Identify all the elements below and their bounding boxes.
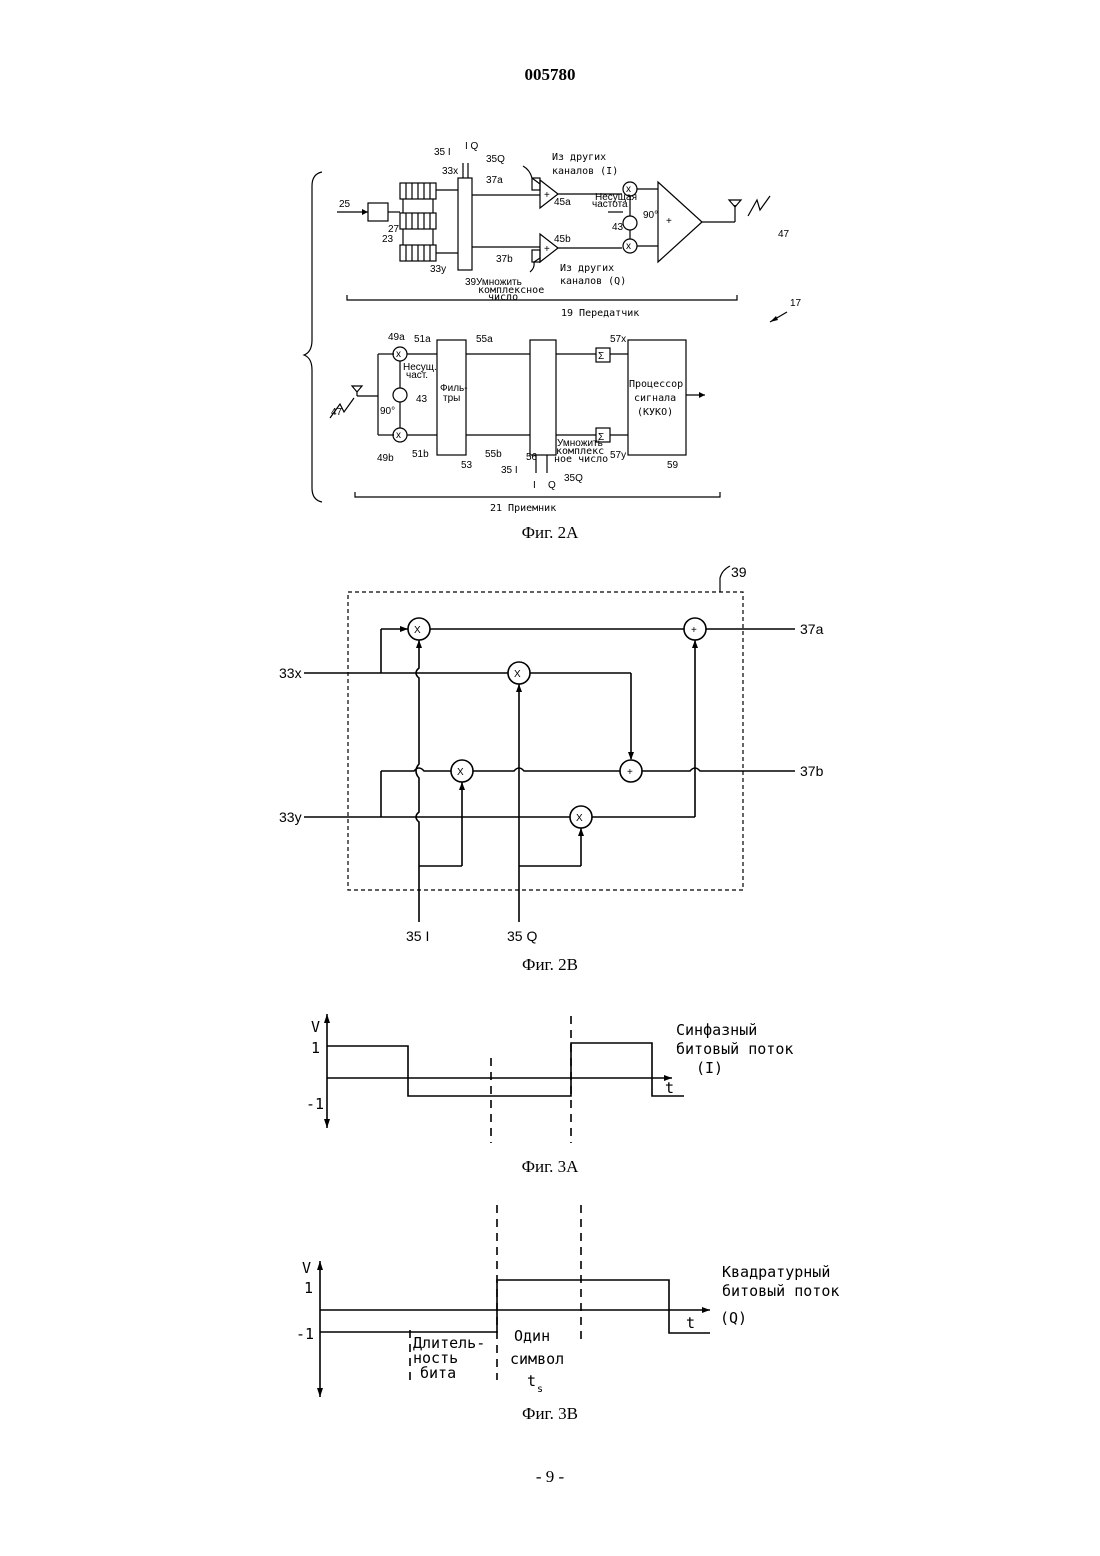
fig3b-waveform-q — [320, 1280, 710, 1333]
diagram-label-stream-3: (Q) — [720, 1309, 747, 1327]
diagram-label-symbol-2: символ — [510, 1350, 564, 1368]
diagram-label-stream-1: Квадратурный — [722, 1263, 830, 1281]
page-number: - 9 - — [0, 1468, 1100, 1485]
diagram-label-bit-dur-3: бита — [420, 1364, 456, 1382]
diagram-label-ts-sub: s — [537, 1384, 543, 1395]
fig3b-caption: Фиг. 3В — [0, 1405, 1100, 1422]
diagram-label-ts: t — [527, 1372, 536, 1390]
diagram-label-stream-2: битовый поток — [722, 1282, 839, 1300]
diagram-label-t: t — [686, 1314, 695, 1332]
diagram-label-minus-one: -1 — [296, 1325, 314, 1343]
diagram-label-symbol-1: Один — [514, 1327, 550, 1345]
diagram-label-one: 1 — [304, 1279, 313, 1297]
diagram-label-v: V — [302, 1259, 311, 1277]
